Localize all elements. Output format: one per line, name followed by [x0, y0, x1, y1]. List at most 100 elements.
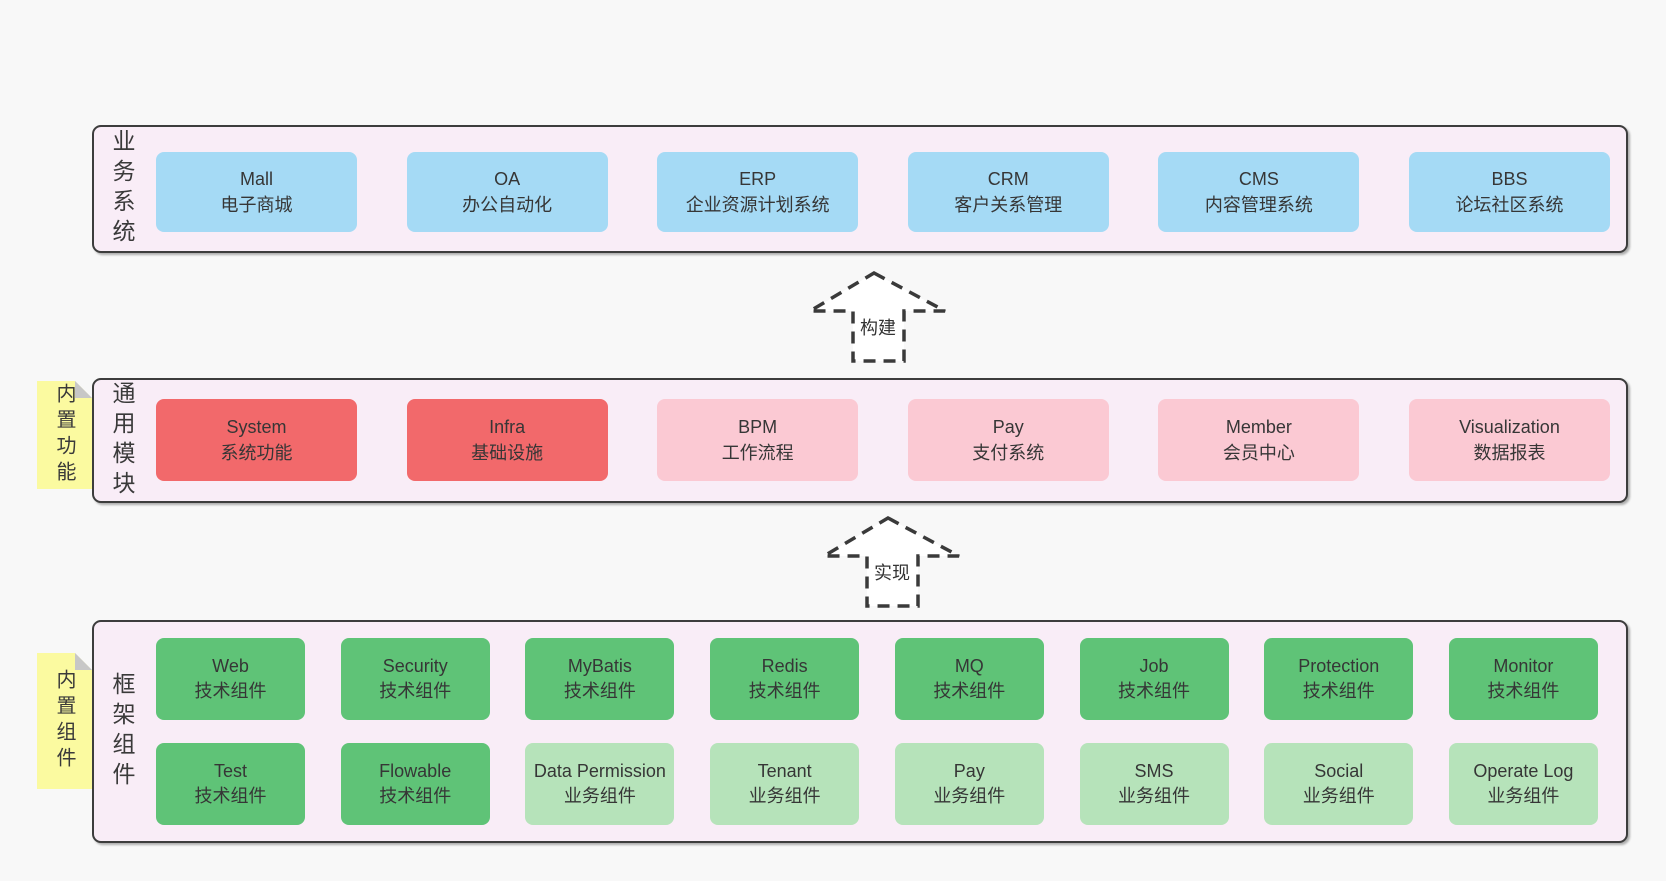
box-title: Web	[212, 656, 249, 676]
box-bpm: BPM 工作流程	[657, 399, 859, 481]
box-title: BPM	[738, 417, 778, 437]
box-subtitle: 论坛社区系统	[1455, 195, 1564, 215]
panel-label-business: 业务系统	[109, 129, 135, 249]
box-title: Protection	[1298, 656, 1380, 676]
box-member: Member 会员中心	[1158, 399, 1360, 481]
box-erp: ERP 企业资源计划系统	[657, 152, 859, 232]
box-crm: CRM 客户关系管理	[907, 152, 1109, 232]
box-subtitle: 业务组件	[563, 786, 636, 806]
arrow-label: 实现	[822, 559, 962, 585]
box-subtitle: 客户关系管理	[954, 195, 1063, 215]
box-subtitle: 业务组件	[1302, 786, 1375, 806]
box-title: Data Permission	[533, 761, 666, 781]
row-tech-components: Web 技术组件 Security 技术组件 MyBatis 技术组件 Redi…	[156, 638, 1598, 720]
box-security: Security 技术组件	[340, 638, 490, 720]
box-subtitle: 技术组件	[933, 681, 1006, 701]
box-operate-log: Operate Log 业务组件	[1448, 743, 1598, 825]
arrow-build-up: 构建	[803, 270, 948, 363]
box-subtitle: 技术组件	[379, 786, 452, 806]
box-system: System 系统功能	[156, 399, 357, 481]
box-title: Mall	[239, 169, 273, 189]
box-subtitle: 技术组件	[1118, 681, 1191, 701]
sticky-text: 内置组件	[53, 669, 75, 773]
box-pay: Pay 支付系统	[907, 399, 1109, 481]
box-bbs: BBS 论坛社区系统	[1408, 152, 1610, 232]
box-title: CMS	[1238, 169, 1279, 189]
box-title: Pay	[992, 417, 1024, 437]
box-subtitle: 技术组件	[194, 681, 267, 701]
box-subtitle: 技术组件	[1302, 681, 1375, 701]
box-flowable: Flowable 技术组件	[340, 743, 490, 825]
box-sms: SMS 业务组件	[1079, 743, 1229, 825]
box-title: Flowable	[379, 761, 452, 781]
box-mall: Mall 电子商城	[156, 152, 357, 232]
box-subtitle: 技术组件	[748, 681, 821, 701]
box-title: OA	[494, 169, 521, 189]
box-visualization: Visualization 数据报表	[1408, 399, 1610, 481]
box-infra: Infra 基础设施	[406, 399, 608, 481]
panel-business-systems: 业务系统 Mall 电子商城 OA 办公自动化 ERP 企业资源计划系统 CRM…	[92, 125, 1628, 253]
box-title: Visualization	[1459, 417, 1560, 437]
box-subtitle: 电子商城	[220, 195, 293, 215]
box-cms: CMS 内容管理系统	[1158, 152, 1360, 232]
box-mybatis: MyBatis 技术组件	[525, 638, 675, 720]
sticky-note-builtin-functions: 内置功能	[37, 381, 92, 489]
arrow-implement-up: 实现	[817, 515, 962, 608]
box-title: System	[226, 417, 287, 437]
row-business-systems: Mall 电子商城 OA 办公自动化 ERP 企业资源计划系统 CRM 客户关系…	[156, 152, 1610, 232]
box-title: CRM	[987, 169, 1029, 189]
box-test: Test 技术组件	[156, 743, 305, 825]
box-title: MQ	[954, 656, 984, 676]
row-biz-components: Test 技术组件 Flowable 技术组件 Data Permission …	[156, 743, 1598, 825]
box-subtitle: 会员中心	[1222, 443, 1295, 463]
box-subtitle: 技术组件	[563, 681, 636, 701]
box-protection: Protection 技术组件	[1264, 638, 1414, 720]
box-subtitle: 业务组件	[1118, 786, 1191, 806]
box-title: Pay	[953, 761, 985, 781]
box-mq: MQ 技术组件	[894, 638, 1044, 720]
box-subtitle: 企业资源计划系统	[685, 195, 830, 215]
sticky-note-builtin-components: 内置组件	[37, 653, 92, 789]
dashed-up-arrow-icon	[817, 515, 960, 608]
box-title: Job	[1139, 656, 1169, 676]
panel-label-modules: 通用模块	[109, 380, 135, 501]
box-title: Infra	[489, 417, 526, 437]
box-data-permission: Data Permission 业务组件	[525, 743, 675, 825]
box-subtitle: 办公自动化	[462, 195, 553, 215]
box-subtitle: 业务组件	[1487, 786, 1560, 806]
box-title: MyBatis	[567, 656, 632, 676]
panel-label-components: 框架组件	[109, 671, 135, 792]
box-title: SMS	[1134, 761, 1174, 781]
box-subtitle: 数据报表	[1473, 443, 1546, 463]
box-web: Web 技术组件	[156, 638, 305, 720]
box-title: BBS	[1491, 169, 1528, 189]
sticky-text: 内置功能	[53, 383, 75, 487]
box-title: Monitor	[1493, 656, 1554, 676]
box-subtitle: 技术组件	[194, 786, 267, 806]
arrow-label: 构建	[808, 314, 948, 340]
box-job: Job 技术组件	[1079, 638, 1229, 720]
box-redis: Redis 技术组件	[710, 638, 860, 720]
box-title: Security	[382, 656, 448, 676]
box-tenant: Tenant 业务组件	[710, 743, 860, 825]
box-subtitle: 技术组件	[1487, 681, 1560, 701]
box-subtitle: 支付系统	[972, 443, 1045, 463]
box-subtitle: 业务组件	[933, 786, 1006, 806]
box-subtitle: 工作流程	[721, 443, 794, 463]
box-monitor: Monitor 技术组件	[1448, 638, 1598, 720]
box-oa: OA 办公自动化	[406, 152, 608, 232]
box-subtitle: 业务组件	[748, 786, 821, 806]
box-title: Operate Log	[1473, 761, 1574, 781]
box-title: Member	[1225, 417, 1292, 437]
panel-common-modules: 通用模块 System 系统功能 Infra 基础设施 BPM 工作流程 Pay…	[92, 378, 1628, 503]
box-social: Social 业务组件	[1264, 743, 1414, 825]
panel-framework-components: 框架组件 Web 技术组件 Security 技术组件 MyBatis 技术组件…	[92, 620, 1628, 843]
box-title: ERP	[739, 169, 777, 189]
box-title: Tenant	[757, 761, 812, 781]
box-subtitle: 技术组件	[379, 681, 452, 701]
box-subtitle: 内容管理系统	[1204, 195, 1313, 215]
dashed-up-arrow-icon	[803, 270, 946, 363]
box-title: Redis	[761, 656, 808, 676]
box-pay-biz: Pay 业务组件	[894, 743, 1044, 825]
